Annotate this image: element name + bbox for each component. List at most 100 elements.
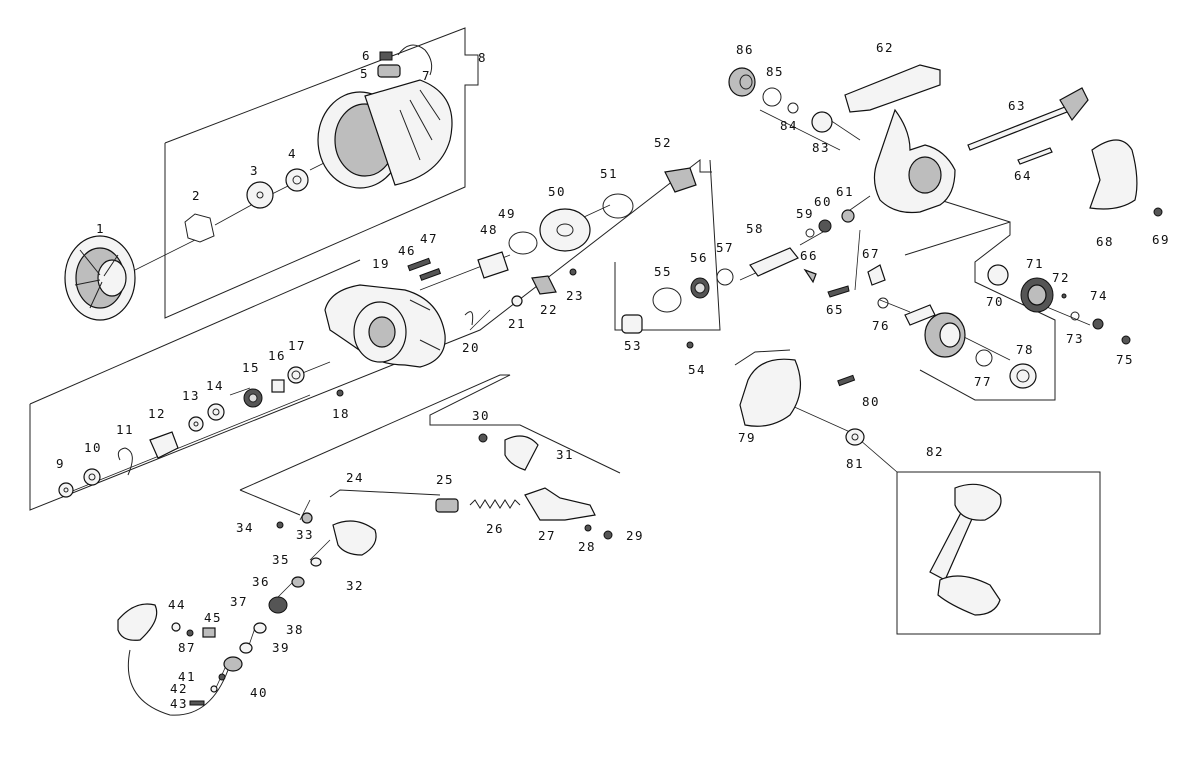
- part-number-68: 68: [1096, 234, 1114, 249]
- part-number-3: 3: [250, 163, 259, 178]
- part-54: [686, 341, 694, 349]
- part-number-51: 51: [600, 166, 618, 181]
- part-number-83: 83: [812, 140, 830, 155]
- part-76: [877, 297, 889, 309]
- part-number-80: 80: [862, 394, 880, 409]
- part-number-54: 54: [688, 362, 706, 377]
- part-68: [1089, 139, 1138, 210]
- part-number-62: 62: [876, 40, 894, 55]
- part-83: [811, 111, 833, 133]
- part-number-14: 14: [206, 378, 224, 393]
- part-number-16: 16: [268, 348, 286, 363]
- part-number-1: 1: [96, 221, 105, 236]
- part-number-82: 82: [926, 444, 944, 459]
- part-59: [805, 228, 815, 238]
- part-48: [477, 251, 509, 279]
- part-10: [83, 468, 101, 486]
- part-13: [188, 416, 204, 432]
- part-49: [508, 231, 538, 255]
- part-number-17: 17: [288, 338, 306, 353]
- part-number-60: 60: [814, 194, 832, 209]
- part-number-69: 69: [1152, 232, 1170, 247]
- part-23: [569, 268, 577, 276]
- part-number-86: 86: [736, 42, 754, 57]
- part-74: [1092, 318, 1104, 330]
- part-50-plate: [539, 208, 591, 252]
- part-number-22: 22: [540, 302, 558, 317]
- part-40-bail: [127, 649, 243, 716]
- part-67: [867, 264, 886, 286]
- part-number-34: 34: [236, 520, 254, 535]
- part-number-64: 64: [1014, 168, 1032, 183]
- part-number-67: 67: [862, 246, 880, 261]
- part-number-11: 11: [116, 422, 134, 437]
- part-number-49: 49: [498, 206, 516, 221]
- part-43: [189, 700, 205, 706]
- part-number-29: 29: [626, 528, 644, 543]
- part-25: [435, 498, 459, 513]
- part-number-50: 50: [548, 184, 566, 199]
- part-number-81: 81: [846, 456, 864, 471]
- part-32: [332, 520, 377, 556]
- part-86: [728, 67, 756, 97]
- part-number-43: 43: [170, 696, 188, 711]
- part-number-7: 7: [422, 68, 431, 83]
- part-66: [803, 268, 817, 284]
- part-79: [739, 358, 801, 427]
- part-number-48: 48: [480, 222, 498, 237]
- part-number-77: 77: [974, 374, 992, 389]
- part-27: [524, 487, 596, 521]
- part-number-19: 19: [372, 256, 390, 271]
- part-36: [291, 576, 305, 588]
- part-4-washer: [285, 168, 309, 192]
- part-number-45: 45: [204, 610, 222, 625]
- part-72: [1061, 293, 1067, 299]
- part-87: [186, 629, 194, 637]
- part-number-27: 27: [538, 528, 556, 543]
- part-47: [419, 268, 442, 281]
- part-number-46: 46: [398, 243, 416, 258]
- part-78: [1009, 363, 1037, 389]
- part-number-12: 12: [148, 406, 166, 421]
- part-number-32: 32: [346, 578, 364, 593]
- part-number-13: 13: [182, 388, 200, 403]
- part-30: [478, 433, 488, 443]
- part-number-38: 38: [286, 622, 304, 637]
- part-number-31: 31: [556, 447, 574, 462]
- part-number-72: 72: [1052, 270, 1070, 285]
- part-34: [276, 521, 284, 529]
- part-number-24: 24: [346, 470, 364, 485]
- part-number-47: 47: [420, 231, 438, 246]
- part-9: [58, 482, 74, 498]
- part-3-washer: [246, 181, 274, 209]
- part-1-drag-knob: [64, 235, 136, 321]
- part-number-5: 5: [360, 66, 369, 81]
- part-17: [287, 366, 305, 384]
- part-29: [603, 530, 613, 540]
- part-2-clip: [184, 213, 215, 243]
- part-number-20: 20: [462, 340, 480, 355]
- part-44: [171, 622, 181, 632]
- part-number-37: 37: [230, 594, 248, 609]
- part-number-4: 4: [288, 146, 297, 161]
- group-outlines: [29, 27, 1101, 635]
- part-number-8: 8: [478, 50, 487, 65]
- part-77: [975, 349, 993, 367]
- part-number-58: 58: [746, 221, 764, 236]
- part-35: [310, 557, 322, 567]
- part-number-70: 70: [986, 294, 1004, 309]
- part-number-74: 74: [1090, 288, 1108, 303]
- part-number-15: 15: [242, 360, 260, 375]
- part-41: [218, 673, 226, 681]
- part-number-79: 79: [738, 430, 756, 445]
- part-number-57: 57: [716, 240, 734, 255]
- part-18: [336, 389, 344, 397]
- part-number-10: 10: [84, 440, 102, 455]
- part-5: [377, 64, 401, 78]
- part-number-44: 44: [168, 597, 186, 612]
- part-31: [504, 435, 539, 471]
- part-64-pin: [1017, 147, 1053, 165]
- part-46: [407, 257, 432, 272]
- part-number-40: 40: [250, 685, 268, 700]
- part-69: [1153, 207, 1163, 217]
